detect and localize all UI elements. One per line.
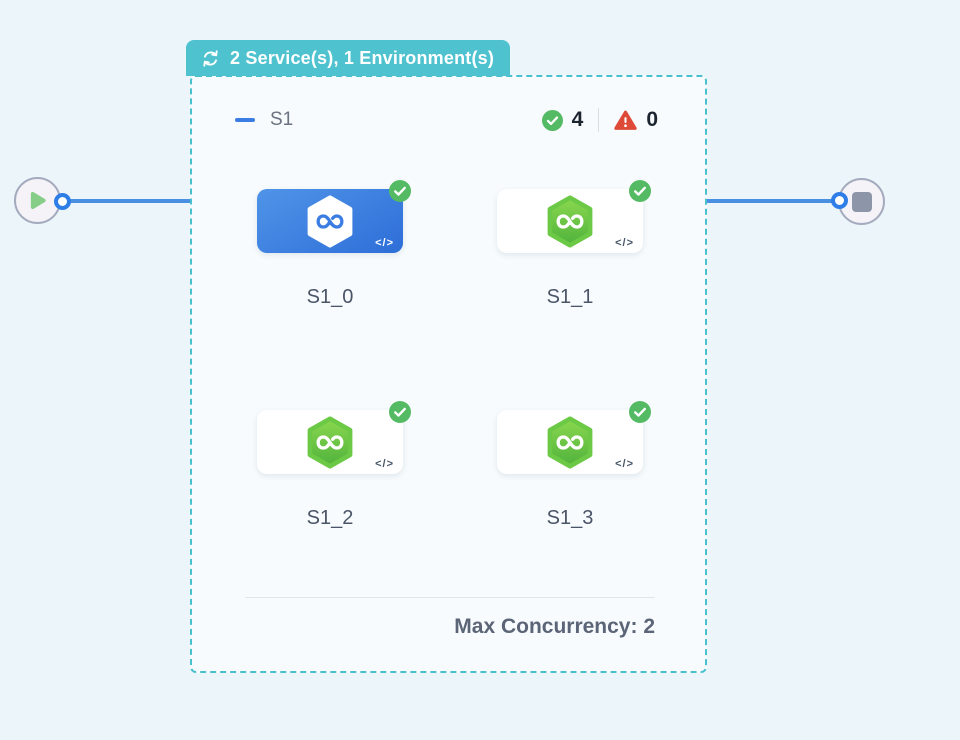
code-template-icon: </> <box>375 458 394 470</box>
service-group-name: S1 <box>270 109 294 130</box>
service-instance-cell: </> S1_0 <box>257 180 411 309</box>
collapse-icon[interactable] <box>235 118 255 122</box>
service-group-status: 4 0 <box>541 108 658 132</box>
success-check-icon <box>541 109 563 131</box>
cycle-icon <box>200 48 221 69</box>
status-success-badge-icon <box>629 401 651 423</box>
max-concurrency-label: Max Concurrency: 2 <box>454 615 655 638</box>
status-divider <box>598 108 600 132</box>
code-template-icon: </> <box>615 237 634 249</box>
error-warning-icon <box>614 110 637 131</box>
end-node-input-port[interactable] <box>831 192 848 209</box>
code-template-icon: </> <box>615 458 634 470</box>
status-success-badge-icon <box>389 180 411 202</box>
edge-start-to-environment <box>64 199 192 203</box>
service-instance-label: S1_3 <box>546 507 594 529</box>
error-count: 0 <box>646 108 658 131</box>
service-hexagon-icon <box>546 194 594 248</box>
code-template-icon: </> <box>375 237 394 249</box>
service-instance-label: S1_1 <box>546 286 594 308</box>
service-instance-card-s1-3[interactable]: </> <box>497 401 651 474</box>
service-group-header: S1 4 0 <box>235 105 658 135</box>
status-success-badge-icon <box>389 401 411 423</box>
stop-icon <box>851 191 872 212</box>
service-instance-card-s1-2[interactable]: </> <box>257 401 411 474</box>
service-hexagon-icon <box>546 415 594 469</box>
service-instance-cell: </> S1_3 <box>497 401 651 530</box>
service-instance-cell: </> S1_1 <box>497 180 651 309</box>
status-success-badge-icon <box>629 180 651 202</box>
start-node[interactable] <box>14 177 61 224</box>
environment-group: S1 4 0 <box>190 75 707 673</box>
start-node-output-port[interactable] <box>54 193 71 210</box>
service-instance-label: S1_2 <box>306 507 354 529</box>
service-hexagon-icon <box>306 415 354 469</box>
success-count: 4 <box>571 108 584 131</box>
service-instance-card-s1-1[interactable]: </> <box>497 180 651 253</box>
footer-divider <box>245 597 655 598</box>
play-icon <box>28 190 47 211</box>
environment-summary-label: 2 Service(s), 1 Environment(s) <box>230 47 495 68</box>
environment-summary-badge[interactable]: 2 Service(s), 1 Environment(s) <box>186 40 511 76</box>
service-instance-card-s1-0[interactable]: </> <box>257 180 411 253</box>
edge-environment-to-end <box>705 199 835 203</box>
service-instance-label: S1_0 <box>306 286 354 308</box>
service-hexagon-icon <box>306 194 354 248</box>
service-instance-cell: </> S1_2 <box>257 401 411 530</box>
